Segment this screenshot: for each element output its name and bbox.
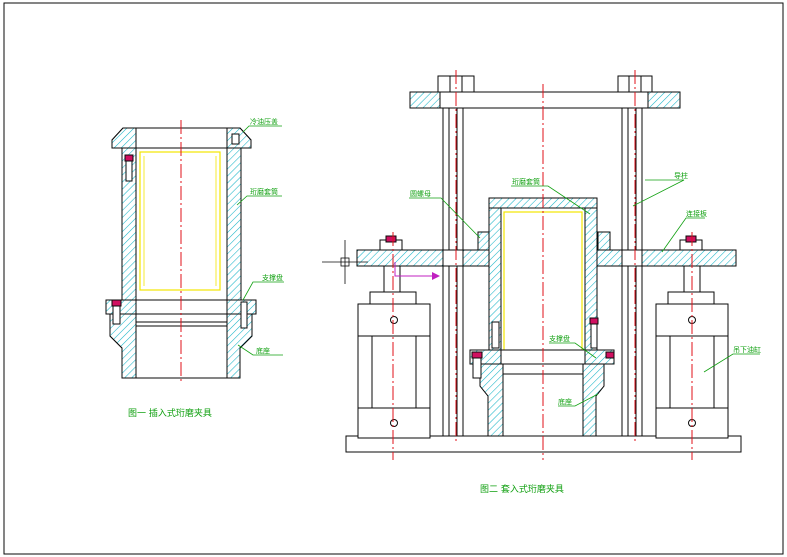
label-support-plate-1: 支撑盘 <box>262 273 283 282</box>
figure2-caption: 图二 套入式珩磨夹具 <box>480 483 564 495</box>
cad-cursor-crosshair <box>322 240 440 284</box>
figure2-centerlines <box>392 70 693 460</box>
label-honing-sleeve-2: 珩磨套筒 <box>512 177 540 186</box>
label-connecting-plate: 连接板 <box>686 209 707 218</box>
label-lower-cylinder: 吊下油缸 <box>733 345 761 354</box>
label-cooling-cover: 冷油压盖 <box>250 117 278 126</box>
figure2-leaders <box>409 179 760 407</box>
label-support-plate-2: 支撑盘 <box>549 334 570 343</box>
figure1-leaders <box>236 125 284 356</box>
label-round-nut: 圆螺母 <box>410 189 431 198</box>
label-honing-sleeve-1: 珩磨套筒 <box>250 187 278 196</box>
label-base-1: 底座 <box>256 346 270 355</box>
drawing-frame <box>3 2 784 555</box>
figure1-workpiece <box>139 151 221 291</box>
figure1-caption: 图一 插入式珩磨夹具 <box>128 407 212 419</box>
label-base-2: 底座 <box>558 397 572 406</box>
label-guide-post: 导柱 <box>674 171 688 180</box>
figure2-sleeve-fixture <box>345 75 742 453</box>
